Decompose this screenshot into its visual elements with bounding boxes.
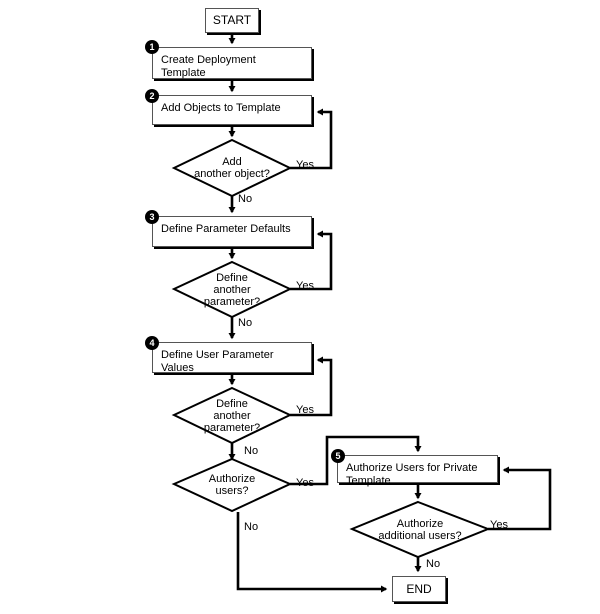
step-badge-4: 4	[145, 336, 159, 350]
edge-label-decision5-no: No	[426, 558, 441, 570]
node-step2-add-objects-to-template[interactable]: Add Objects to Template	[152, 95, 312, 125]
node-decision2-label: Define another parameter?	[203, 271, 261, 308]
edge-label-decision4-no: No	[244, 521, 259, 533]
node-decision2-define-another-parameter[interactable]: Define another parameter?	[174, 262, 290, 317]
decision2-shape	[171, 260, 293, 319]
node-step3-label: Define Parameter Defaults	[161, 223, 291, 235]
node-step5-label: Authorize Users for Private Template	[346, 462, 478, 487]
edge-label-decision3-no: No	[244, 445, 259, 457]
node-decision4-label: Authorize users?	[208, 473, 256, 497]
node-step1-create-deployment-template[interactable]: Create Deployment Template	[152, 47, 312, 79]
edge-label-decision2-yes: Yes	[296, 280, 314, 292]
node-decision1-label: Add another object?	[194, 156, 270, 180]
edge-label-decision5-yes: Yes	[490, 519, 508, 531]
edge-decision3-yes-loop	[290, 356, 333, 417]
step-badge-2: 2	[145, 89, 159, 103]
edge-label-decision3-yes: Yes	[296, 404, 314, 416]
decision5-shape	[349, 500, 491, 559]
edge-decision4-no-to-end	[236, 512, 388, 593]
decision3-shape	[171, 386, 293, 445]
node-decision1-add-another-object[interactable]: Add another object?	[174, 140, 290, 196]
node-decision4-authorize-users[interactable]: Authorize users?	[174, 459, 290, 511]
edge-label-decision4-yes: Yes	[296, 477, 314, 489]
step-badge-5: 5	[331, 449, 345, 463]
node-decision5-authorize-additional-users[interactable]: Authorize additional users?	[352, 502, 488, 557]
node-decision5-label: Authorize additional users?	[378, 517, 462, 542]
node-step2-label: Add Objects to Template	[161, 102, 281, 114]
step-badge-3: 3	[145, 210, 159, 224]
edge-decision5-yes-loop	[488, 466, 552, 531]
node-decision3-define-another-parameter[interactable]: Define another parameter?	[174, 388, 290, 443]
node-step5-authorize-users-for-private-template[interactable]: Authorize Users for Private Template	[337, 455, 498, 487]
edge-label-decision1-no: No	[238, 193, 253, 205]
node-end[interactable]: END	[392, 576, 446, 602]
decision1-shape	[171, 138, 293, 198]
edge-decision4-yes-to-step5	[290, 435, 422, 486]
node-decision3-label: Define another parameter?	[203, 397, 261, 434]
node-step3-define-parameter-defaults[interactable]: Define Parameter Defaults	[152, 216, 312, 247]
edge-label-decision1-yes: Yes	[296, 159, 314, 171]
node-step1-label: Create Deployment Template	[161, 54, 256, 79]
node-end-label: END	[406, 581, 432, 596]
decision4-shape	[171, 457, 293, 513]
node-start-label: START	[212, 13, 252, 27]
step-badge-1: 1	[145, 40, 159, 54]
edge-decision1-yes-loop	[290, 108, 333, 170]
node-start[interactable]: START	[205, 8, 259, 33]
edge-label-decision2-no: No	[238, 317, 253, 329]
node-step4-label: Define User Parameter Values	[161, 349, 274, 374]
node-step4-define-user-parameter-values[interactable]: Define User Parameter Values	[152, 342, 312, 374]
edge-decision2-yes-loop	[290, 230, 333, 291]
